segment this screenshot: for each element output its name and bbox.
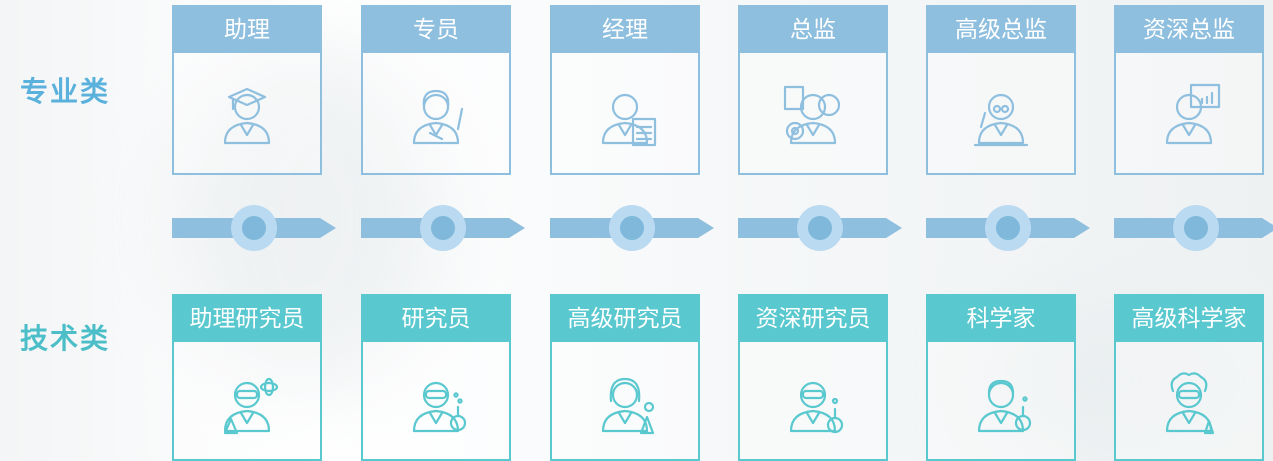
professional-position-card-5: 高级总监: [926, 5, 1076, 175]
professional-position-card-3: 经理: [550, 5, 700, 175]
timeline-arrow-3: [550, 204, 716, 252]
timeline-arrow-6: [1114, 204, 1273, 252]
technical-position-card-5: 科学家: [926, 294, 1076, 461]
professional-track-label: 专业类: [20, 75, 111, 108]
professional-position-card-6: 资深总监: [1114, 5, 1264, 175]
technical-position-title: 资深研究员: [740, 296, 886, 342]
technical-position-title: 高级科学家: [1116, 296, 1262, 342]
professional-position-card-2: 专员: [361, 5, 511, 175]
technical-position-title: 助理研究员: [174, 296, 320, 342]
professional-position-illustration: [552, 53, 698, 173]
professional-position-title: 助理: [174, 7, 320, 53]
technical-track-label: 技术类: [20, 322, 111, 355]
professional-position-illustration: [1116, 53, 1262, 173]
professional-position-card-1: 助理: [172, 5, 322, 175]
technical-position-title: 研究员: [363, 296, 509, 342]
professional-position-title: 经理: [552, 7, 698, 53]
timeline-arrow-4: [738, 204, 904, 252]
professional-position-title: 资深总监: [1116, 7, 1262, 53]
timeline-arrow-5: [926, 204, 1092, 252]
professional-position-illustration: [363, 53, 509, 173]
timeline-arrow-2: [361, 204, 527, 252]
technical-position-illustration: [740, 342, 886, 459]
technical-position-illustration: [363, 342, 509, 459]
technical-position-card-1: 助理研究员: [172, 294, 322, 461]
professional-position-illustration: [174, 53, 320, 173]
timeline-arrow-1: [172, 204, 338, 252]
technical-position-title: 高级研究员: [552, 296, 698, 342]
technical-position-card-2: 研究员: [361, 294, 511, 461]
technical-position-illustration: [1116, 342, 1262, 459]
professional-position-illustration: [928, 53, 1074, 173]
technical-position-card-4: 资深研究员: [738, 294, 888, 461]
technical-position-illustration: [174, 342, 320, 459]
professional-position-title: 总监: [740, 7, 886, 53]
technical-position-title: 科学家: [928, 296, 1074, 342]
professional-position-title: 高级总监: [928, 7, 1074, 53]
professional-position-title: 专员: [363, 7, 509, 53]
professional-position-illustration: [740, 53, 886, 173]
technical-position-illustration: [552, 342, 698, 459]
professional-position-card-4: 总监: [738, 5, 888, 175]
technical-position-card-3: 高级研究员: [550, 294, 700, 461]
technical-position-illustration: [928, 342, 1074, 459]
technical-position-card-6: 高级科学家: [1114, 294, 1264, 461]
